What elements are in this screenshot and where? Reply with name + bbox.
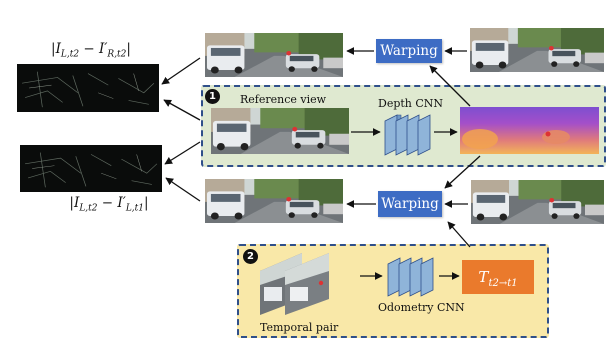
photometric-error-right-formula: |IL,t2 − I′R,t2| bbox=[51, 41, 131, 60]
odometry-cnn-icon bbox=[387, 257, 434, 297]
photometric-error-left-formula: |IL,t2 − I′L,t1| bbox=[69, 195, 149, 214]
odometry-cnn-label: Odometry CNN bbox=[378, 301, 465, 314]
panel2-badge: 2 bbox=[243, 249, 258, 264]
depth-cnn-icon bbox=[384, 114, 431, 156]
panel1-badge: 1 bbox=[205, 89, 220, 104]
warping-box-top: Warping bbox=[376, 39, 442, 63]
depth-map bbox=[460, 107, 599, 154]
pose-output-box: Tt2→t1 bbox=[462, 260, 534, 294]
depth-cnn-label: Depth CNN bbox=[378, 97, 444, 110]
warping-box-bottom: Warping bbox=[378, 191, 442, 217]
reference-view-label: Reference view bbox=[240, 93, 327, 106]
temporal-pair-label: Temporal pair bbox=[260, 321, 339, 334]
temporal-frame-front bbox=[285, 253, 329, 315]
